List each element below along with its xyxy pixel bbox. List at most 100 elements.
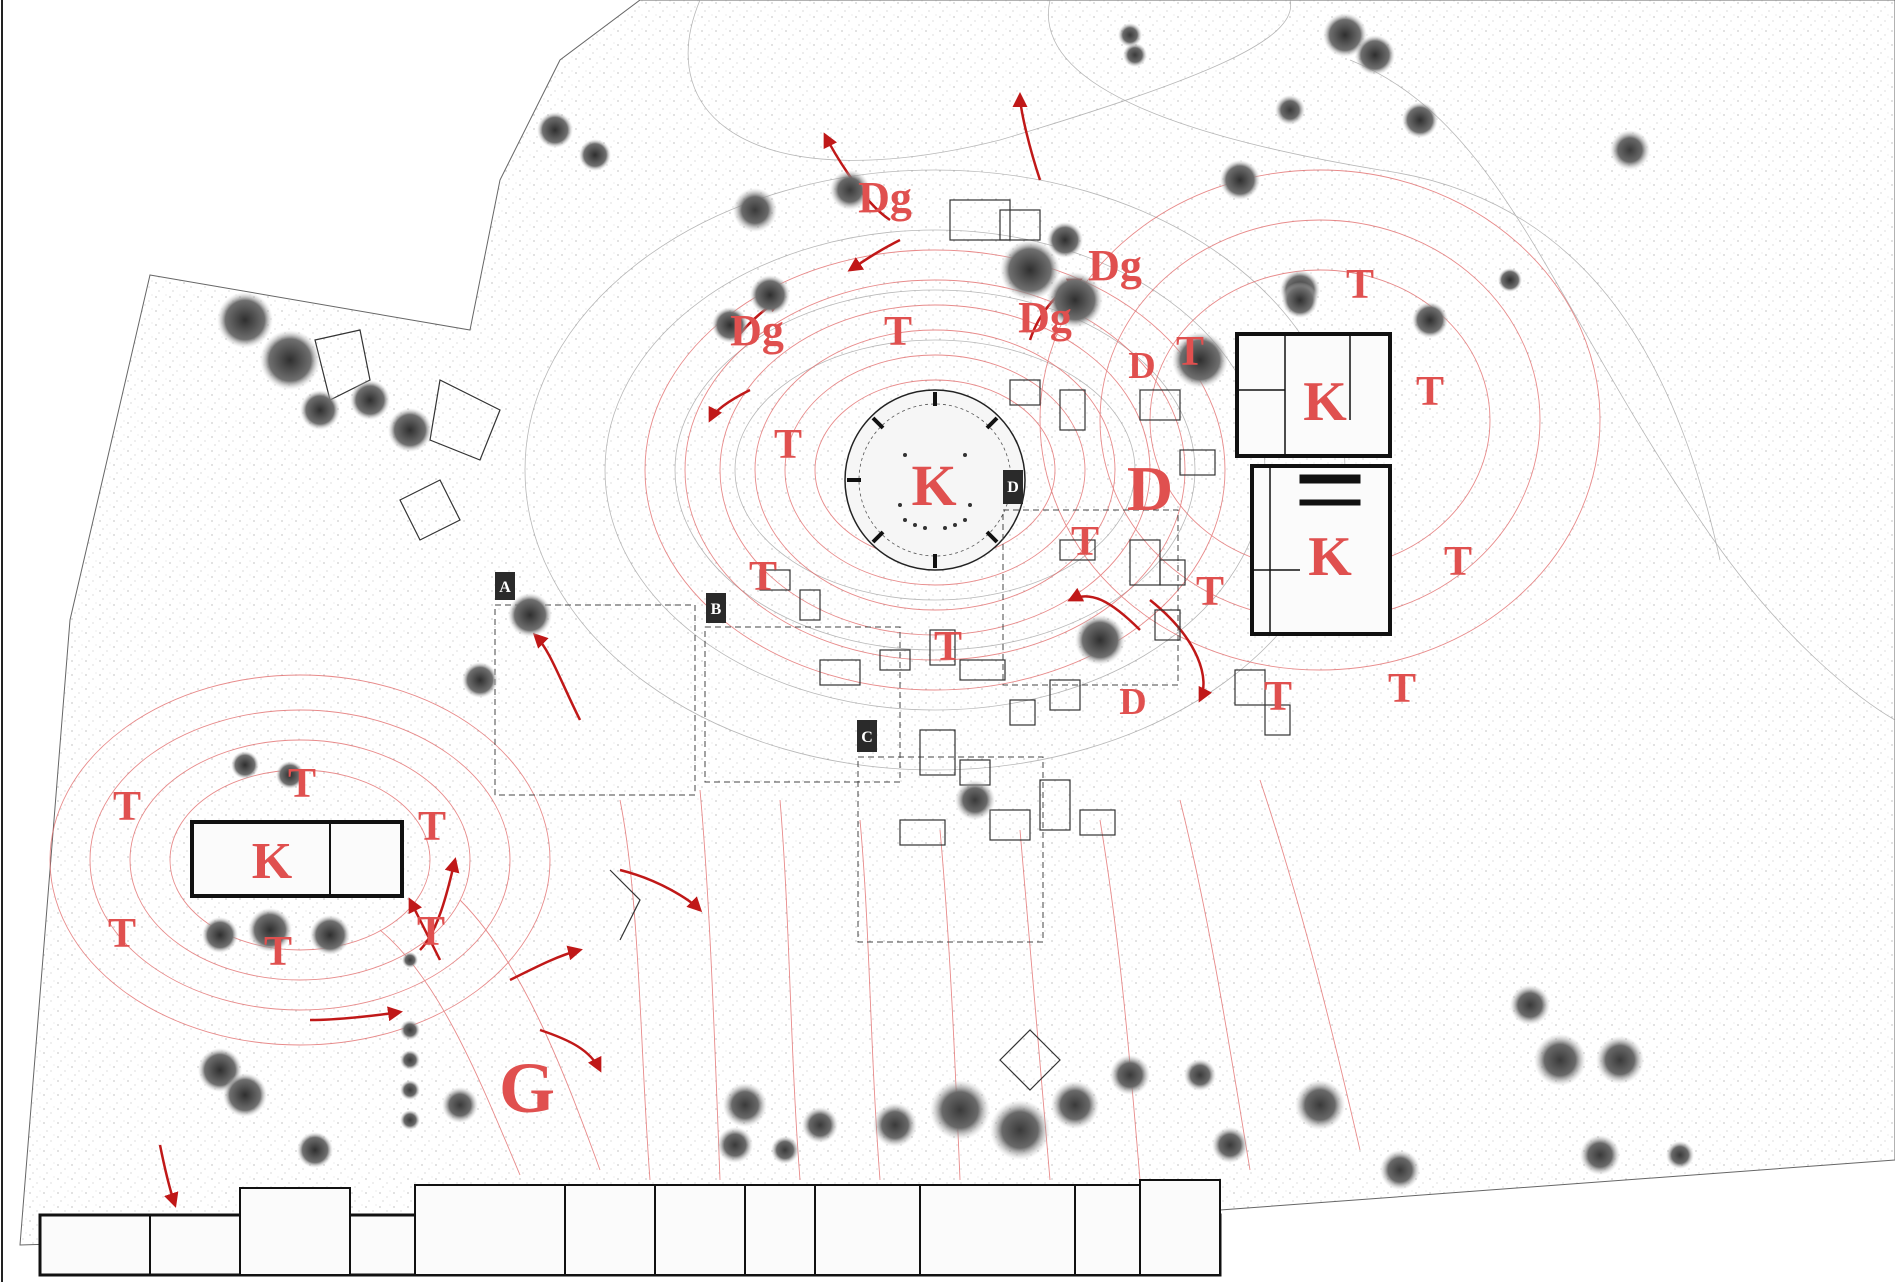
zone-labels: K K K K D D D G Dg Dg Dg Dg T T T T T T … — [108, 173, 1472, 1128]
tree — [1323, 13, 1367, 57]
contour-lines — [524, 0, 1895, 771]
tree — [402, 952, 418, 968]
zone-label-t: T — [934, 624, 962, 670]
zone-label-g: G — [499, 1048, 555, 1128]
tree — [1184, 1059, 1216, 1091]
svg-text:C: C — [861, 729, 873, 746]
section-frames — [494, 509, 1179, 943]
tree — [202, 917, 238, 953]
zone-label-t: T — [264, 929, 292, 975]
zone-label-t: T — [113, 784, 141, 830]
tree — [400, 1020, 420, 1040]
tree — [1610, 130, 1650, 170]
zone-label-t: T — [1196, 569, 1224, 615]
zone-label-t: T — [1176, 329, 1204, 375]
tree — [1275, 95, 1305, 125]
tree — [717, 1127, 753, 1163]
tree — [990, 1100, 1050, 1160]
zone-label-t: T — [418, 804, 446, 850]
tree — [297, 1132, 333, 1168]
tree — [723, 1083, 767, 1127]
zone-label-k-center: K — [911, 453, 956, 518]
zone-label-dg-4: Dg — [730, 306, 784, 355]
tree — [537, 112, 573, 148]
tree — [1047, 222, 1083, 258]
section-marker-a: A — [495, 572, 515, 600]
tree — [1510, 985, 1550, 1025]
zone-label-t: T — [1388, 666, 1416, 712]
tree — [231, 751, 259, 779]
section-marker-b: B — [706, 593, 726, 623]
tree — [1075, 615, 1125, 665]
tree — [1355, 35, 1395, 75]
tree — [1212, 1127, 1248, 1163]
zone-label-dg-1: Dg — [858, 173, 912, 222]
tree — [248, 908, 292, 952]
tree — [579, 139, 611, 171]
tree — [1172, 332, 1228, 388]
trees — [198, 13, 1694, 1190]
tree — [223, 1073, 267, 1117]
zone-label-k-west: K — [252, 833, 293, 890]
tree — [712, 307, 748, 343]
tree — [276, 761, 304, 789]
central-pavilion — [844, 389, 1026, 571]
svg-text:B: B — [711, 601, 722, 618]
zone-label-t: T — [1071, 519, 1099, 565]
tree — [442, 1087, 478, 1123]
svg-text:A: A — [499, 579, 511, 596]
east-building-north — [1235, 332, 1392, 458]
tree — [388, 408, 432, 452]
tree — [350, 380, 390, 420]
tree — [1123, 43, 1147, 67]
tree — [1580, 1135, 1620, 1175]
zone-label-t: T — [1346, 262, 1374, 308]
zone-label-t: T — [1264, 674, 1292, 720]
tree — [400, 1110, 420, 1130]
tree — [1282, 282, 1318, 318]
tree — [300, 390, 340, 430]
east-building-south — [1250, 464, 1392, 636]
section-marker-d: D — [1003, 470, 1023, 504]
zone-label-t: T — [108, 911, 136, 957]
tree — [1498, 268, 1522, 292]
zone-label-dg-2: Dg — [1088, 241, 1142, 290]
tree — [1534, 1034, 1586, 1086]
tree — [930, 1080, 990, 1140]
tree — [1110, 1055, 1150, 1095]
tree — [1295, 1080, 1345, 1130]
buildings — [38, 332, 1392, 1277]
tree — [1380, 1150, 1420, 1190]
zone-label-t: T — [884, 309, 912, 355]
tree — [1402, 102, 1438, 138]
tree — [1051, 1081, 1099, 1129]
left-frame-line — [1, 0, 3, 1282]
tree — [830, 170, 870, 210]
tree — [260, 330, 320, 390]
tree — [802, 1107, 838, 1143]
tree — [400, 1050, 420, 1070]
tree — [400, 1080, 420, 1100]
tree — [1220, 160, 1260, 200]
tree — [750, 275, 790, 315]
tree — [771, 1136, 799, 1164]
tree — [1047, 272, 1103, 328]
tree — [1412, 302, 1448, 338]
zone-label-dg-3: Dg — [1018, 293, 1072, 342]
west-building — [190, 820, 404, 898]
tree — [873, 1103, 917, 1147]
zone-label-d-large: D — [1127, 453, 1173, 524]
tree — [310, 915, 350, 955]
section-marker-c: C — [857, 720, 877, 752]
tree — [733, 188, 777, 232]
tree — [1000, 240, 1060, 300]
tree — [1666, 1141, 1694, 1169]
zone-label-k-east-top: K — [1303, 371, 1347, 433]
zone-label-t: T — [749, 554, 777, 600]
zone-label-d-small-2: D — [1119, 681, 1146, 723]
zone-label-t: T — [288, 761, 316, 807]
tree — [1118, 23, 1142, 47]
zone-label-t: T — [1416, 369, 1444, 415]
tree — [1596, 1036, 1644, 1084]
